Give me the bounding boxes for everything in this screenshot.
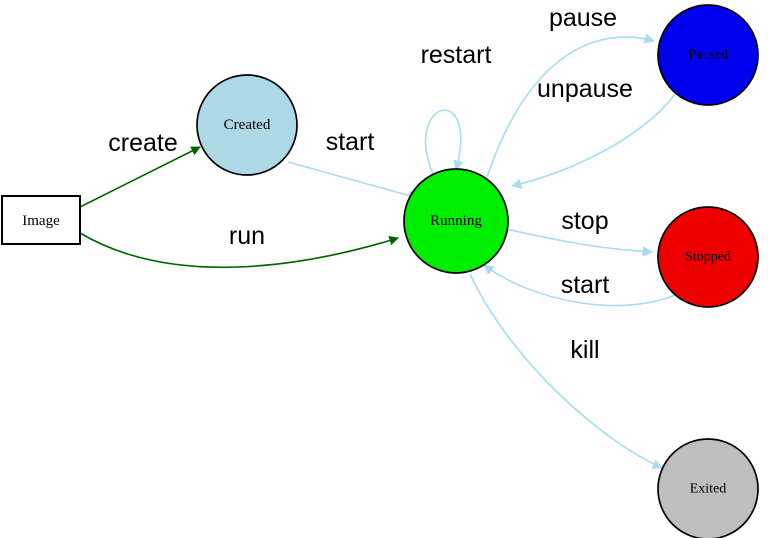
- edge-run: [79, 232, 399, 269]
- node-running-shape[interactable]: [403, 168, 509, 274]
- node-created-shape[interactable]: [196, 74, 298, 176]
- edge-label-pause: pause: [549, 4, 617, 32]
- edge-label-start-stopped: start: [561, 271, 610, 299]
- edge-label-unpause: unpause: [537, 75, 633, 103]
- node-running-label: Running: [430, 213, 482, 229]
- edge-label-stop: stop: [561, 207, 608, 235]
- edge-start-stopped: [483, 264, 681, 307]
- node-stopped-shape[interactable]: [657, 206, 759, 308]
- edge-pause: [486, 33, 656, 178]
- node-paused[interactable]: Paused: [657, 4, 759, 106]
- node-image-label: Image: [22, 213, 60, 229]
- node-exited-label: Exited: [690, 482, 727, 497]
- node-created[interactable]: Created: [196, 74, 298, 176]
- edges-layer: [79, 33, 681, 469]
- node-stopped[interactable]: Stopped: [657, 206, 759, 308]
- edge-create: [79, 146, 201, 208]
- edge-stop: [505, 228, 654, 257]
- node-running[interactable]: Running: [403, 168, 509, 274]
- edge-label-kill: kill: [570, 336, 599, 364]
- edge-start-created: [287, 161, 420, 201]
- nodes-layer: Image Created Running Paused Stopped: [1, 4, 759, 538]
- edge-unpause: [510, 92, 677, 189]
- node-stopped-label: Stopped: [685, 250, 731, 265]
- node-paused-shape[interactable]: [657, 4, 759, 106]
- node-paused-label: Paused: [688, 48, 728, 63]
- edge-kill: [469, 273, 663, 469]
- edge-label-start-created: start: [326, 128, 375, 156]
- node-exited-shape[interactable]: [657, 438, 759, 538]
- node-image-shape[interactable]: [1, 195, 81, 245]
- node-image[interactable]: Image: [1, 195, 81, 245]
- node-exited[interactable]: Exited: [657, 438, 759, 538]
- edge-label-run: run: [229, 222, 265, 250]
- node-created-label: Created: [224, 117, 271, 133]
- edge-label-restart: restart: [421, 41, 492, 69]
- edge-label-create: create: [108, 129, 177, 157]
- edge-labels-layer: create run start restart pause unpause s…: [108, 4, 633, 364]
- edge-restart: [424, 109, 464, 175]
